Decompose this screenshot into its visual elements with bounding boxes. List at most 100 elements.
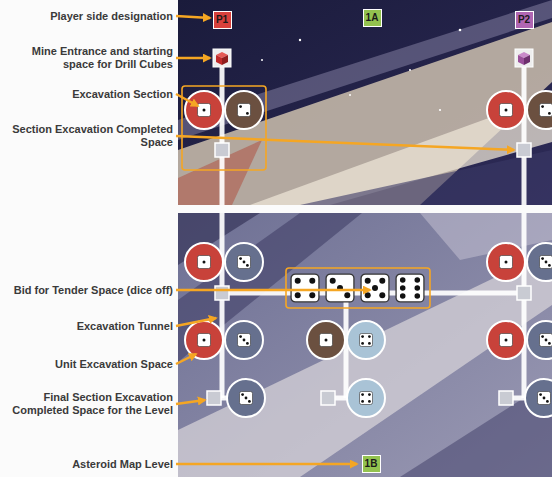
excavation-space bbox=[225, 321, 263, 359]
space-background bbox=[178, 0, 552, 205]
die-face bbox=[360, 392, 373, 405]
die-face bbox=[238, 334, 251, 347]
excavation-tunnel bbox=[522, 60, 527, 205]
space-background bbox=[178, 213, 362, 362]
die-face bbox=[238, 256, 251, 269]
space-background bbox=[178, 213, 552, 477]
excavation-tunnel bbox=[522, 213, 527, 398]
excavation-space bbox=[347, 321, 385, 359]
highlight-frame bbox=[182, 86, 430, 308]
die-face bbox=[198, 334, 211, 347]
level-marker: 1A bbox=[363, 9, 382, 27]
space-background bbox=[178, 0, 552, 205]
excavation-space bbox=[227, 379, 265, 417]
marker-text: P1 bbox=[216, 15, 228, 25]
space-background bbox=[299, 39, 301, 41]
space-background bbox=[300, 150, 552, 205]
callout-label: Asteroid Map Level bbox=[3, 458, 173, 471]
space-background bbox=[261, 59, 263, 61]
completed-space bbox=[207, 143, 531, 405]
leader-arrow bbox=[176, 463, 357, 466]
die-face bbox=[500, 104, 513, 117]
completed-space bbox=[499, 391, 513, 405]
space-background bbox=[459, 29, 462, 32]
mine-entrance bbox=[213, 49, 231, 67]
player-marker: P1 bbox=[213, 11, 232, 29]
level-marker: 1B bbox=[362, 455, 381, 473]
excavation-space bbox=[527, 321, 552, 359]
leader-arrow bbox=[176, 16, 210, 18]
die-face bbox=[360, 334, 373, 347]
completed-space bbox=[215, 143, 229, 157]
die-face bbox=[500, 256, 513, 269]
marker-text: P2 bbox=[518, 15, 530, 25]
callout-label: Final Section Excavation Completed Space… bbox=[3, 391, 173, 417]
space-background bbox=[439, 109, 441, 111]
mine-entrance bbox=[222, 55, 228, 65]
leader-arrow bbox=[176, 354, 196, 364]
leader-arrow bbox=[176, 94, 198, 106]
tender-dice bbox=[291, 274, 424, 302]
excavation-space bbox=[185, 243, 223, 281]
excavation-space bbox=[527, 91, 552, 129]
mine-entrance bbox=[216, 55, 222, 65]
leader-arrow bbox=[176, 136, 514, 150]
excavation-space bbox=[527, 243, 552, 281]
die-face bbox=[238, 104, 251, 117]
die-face bbox=[198, 104, 211, 117]
space-background bbox=[178, 22, 552, 205]
die-face bbox=[540, 334, 552, 347]
callout-label: Player side designation bbox=[3, 10, 173, 23]
callout-label: Section Excavation Completed Space bbox=[3, 123, 173, 149]
marker-text: 1B bbox=[365, 459, 378, 469]
mine-entrance bbox=[524, 55, 530, 65]
die-face bbox=[538, 392, 551, 405]
tender-dice bbox=[291, 274, 319, 302]
excavation-space bbox=[225, 91, 263, 129]
mine-entrance bbox=[213, 49, 533, 67]
excavation-space bbox=[185, 321, 223, 359]
excavation-space bbox=[225, 243, 263, 281]
excavation-space bbox=[487, 243, 525, 281]
callout-label: Bid for Tender Space (dice off) bbox=[3, 284, 173, 297]
tender-dice bbox=[396, 274, 424, 302]
excavation-space bbox=[307, 321, 345, 359]
tender-dice bbox=[361, 274, 389, 302]
excavation-space bbox=[487, 91, 525, 129]
completed-space bbox=[517, 286, 531, 300]
marker-text: 1A bbox=[366, 13, 379, 23]
callout-label: Mine Entrance and starting space for Dri… bbox=[3, 45, 173, 71]
excavation-space bbox=[487, 321, 525, 359]
completed-space bbox=[321, 391, 335, 405]
excavation-tunnel bbox=[220, 60, 225, 205]
callout-label: Excavation Section bbox=[3, 88, 173, 101]
completed-space bbox=[215, 286, 229, 300]
space-background bbox=[178, 250, 552, 477]
excavation-space bbox=[525, 379, 552, 417]
excavation-tunnel bbox=[204, 60, 546, 398]
die-face bbox=[320, 334, 333, 347]
mine-entrance bbox=[515, 49, 533, 67]
space-background bbox=[349, 94, 351, 96]
leader-arrow bbox=[176, 318, 216, 326]
excavation-space bbox=[185, 91, 223, 129]
mine-entrance bbox=[518, 55, 524, 65]
leader-arrow bbox=[176, 400, 205, 404]
completed-space bbox=[517, 143, 531, 157]
callout-label: Excavation Tunnel bbox=[3, 320, 173, 333]
die-face bbox=[540, 256, 552, 269]
leader-arrow bbox=[176, 16, 514, 464]
space-background bbox=[178, 213, 552, 477]
excavation-space bbox=[347, 379, 385, 417]
die-face bbox=[500, 334, 513, 347]
highlight-frame bbox=[182, 86, 266, 170]
player-marker: P2 bbox=[515, 11, 534, 29]
leader-arrow bbox=[176, 289, 370, 292]
die-face bbox=[240, 392, 253, 405]
highlight-frame bbox=[286, 268, 430, 308]
leader-arrow bbox=[176, 57, 210, 60]
die-face bbox=[540, 104, 552, 117]
tender-dice bbox=[326, 274, 354, 302]
